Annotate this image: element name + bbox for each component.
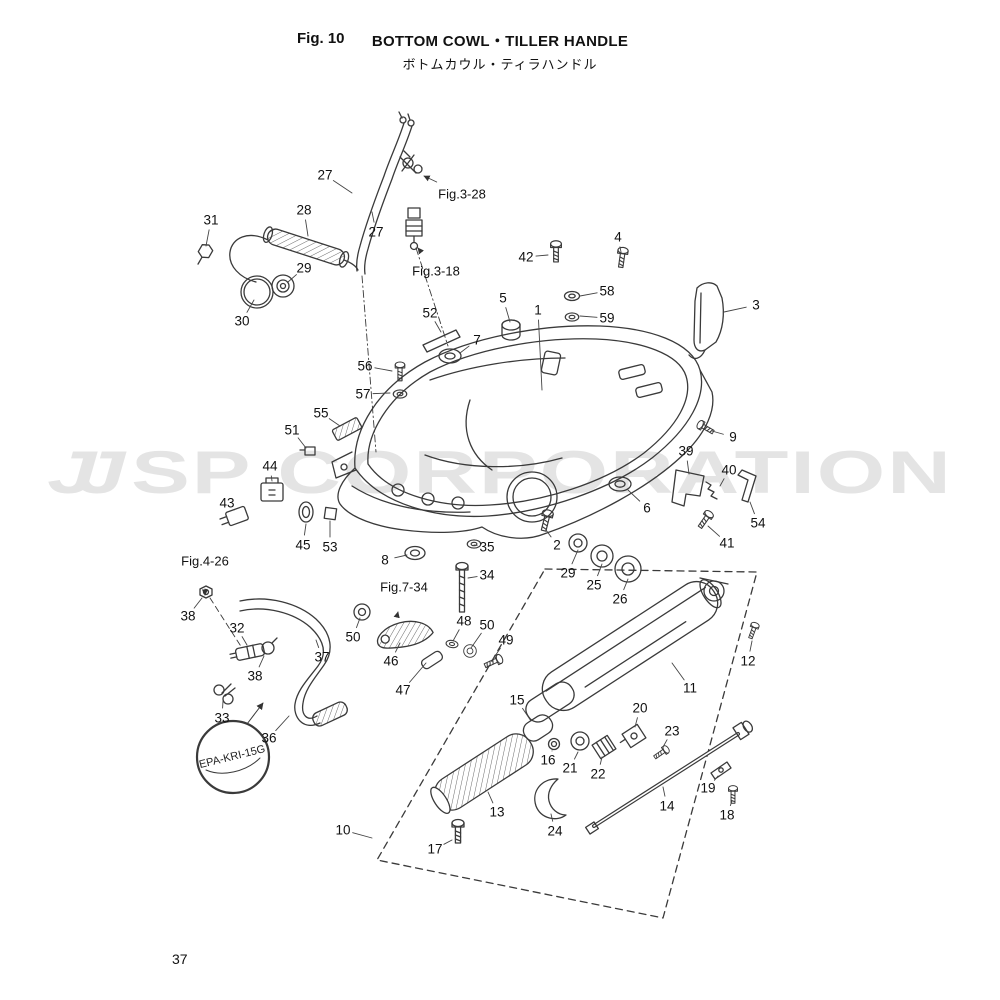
leader-lines	[193, 175, 755, 845]
leader-line	[545, 529, 552, 538]
leader-line	[579, 315, 598, 318]
title-japanese: ボトムカウル・ティラハンドル	[402, 57, 598, 72]
leader-line	[193, 597, 203, 609]
title-english: BOTTOM COWL・TILLER HANDLE	[371, 33, 629, 50]
leader-line	[623, 578, 629, 591]
leader-line	[723, 306, 747, 313]
leader-line	[492, 647, 501, 660]
leader-line	[711, 430, 724, 435]
leader-line	[550, 813, 554, 822]
boundary-dashed-box	[376, 568, 758, 919]
leader-line	[328, 418, 341, 427]
leader-line	[332, 180, 353, 194]
leader-line	[522, 707, 532, 722]
leader-line	[749, 640, 753, 652]
leader-line	[729, 800, 733, 807]
leader-line	[579, 292, 598, 297]
leader-line	[395, 642, 401, 653]
leader-line	[459, 345, 470, 354]
leader-line	[372, 392, 391, 395]
leader-line	[571, 549, 579, 565]
leader-line	[394, 554, 408, 559]
leader-line	[535, 254, 549, 257]
leader-line	[287, 274, 297, 283]
leader-line	[434, 321, 442, 333]
leader-line	[393, 611, 400, 619]
leader-line	[205, 229, 210, 247]
leader-line	[619, 246, 622, 253]
leader-line	[371, 211, 375, 223]
leader-line	[470, 632, 482, 649]
leader-line	[270, 475, 273, 482]
leader-line	[597, 563, 603, 577]
epa-label-text: EPA-KRI-15G	[198, 743, 267, 771]
epa-sticker: EPA-KRI-15G	[195, 702, 271, 795]
leader-line	[505, 307, 511, 323]
leader-line	[423, 175, 438, 183]
leader-line	[246, 299, 255, 313]
leader-line	[487, 791, 494, 804]
leader-line	[467, 576, 478, 579]
leader-line	[634, 717, 638, 728]
leader-line	[686, 460, 690, 475]
fuel-hose-drawing: EPA-KRI-15G	[195, 585, 348, 795]
leader-line	[374, 367, 393, 372]
leader-line	[315, 639, 320, 649]
leader-line	[627, 489, 641, 502]
figure-number: Fig. 10	[297, 30, 345, 47]
diagram-header: BOTTOM COWL・TILLER HANDLE ボトムカウル・ティラハンドル	[0, 30, 1000, 73]
leader-line	[662, 739, 668, 748]
leader-line	[303, 523, 307, 536]
bottom-cowl-drawing	[331, 325, 714, 539]
leader-line	[574, 751, 579, 760]
leader-line	[713, 775, 719, 781]
leader-line	[749, 501, 755, 515]
leader-line	[305, 219, 309, 237]
leader-line	[356, 617, 361, 629]
leader-line	[409, 662, 427, 683]
leader-line	[241, 636, 248, 646]
rear-bracket-drawing	[671, 282, 757, 531]
watermark-text: SP CORPORATION	[131, 438, 953, 506]
leader-line	[417, 247, 424, 255]
page-number: 37	[172, 951, 188, 967]
leader-line	[707, 525, 720, 537]
leader-line	[719, 478, 725, 487]
leader-line	[297, 437, 307, 449]
leader-line	[538, 319, 543, 391]
tiller-handle-drawing	[430, 577, 761, 844]
throttle-cables-drawing	[197, 111, 449, 453]
leader-line	[275, 715, 290, 732]
cowl-fasteners-drawing	[219, 240, 642, 613]
leader-line	[443, 839, 453, 845]
leader-line	[452, 629, 460, 642]
shift-lever-drawing	[353, 603, 505, 671]
leader-line	[352, 832, 373, 839]
leader-line	[599, 756, 603, 765]
leader-line	[671, 662, 685, 681]
leader-line	[258, 655, 265, 668]
leader-line	[662, 786, 666, 797]
